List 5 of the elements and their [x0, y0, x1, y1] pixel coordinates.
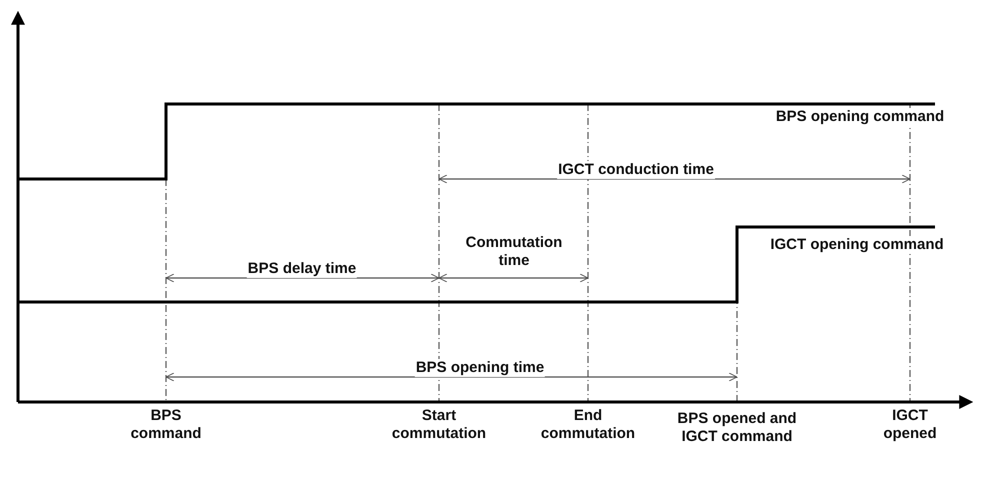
interval-label: BPS delay time	[246, 260, 358, 278]
interval-label: BPS opening time	[414, 359, 546, 377]
signal-label: BPS opening command	[774, 108, 946, 126]
signal-label: IGCT opening command	[769, 236, 945, 254]
interval-label: IGCT conduction time	[557, 161, 715, 179]
